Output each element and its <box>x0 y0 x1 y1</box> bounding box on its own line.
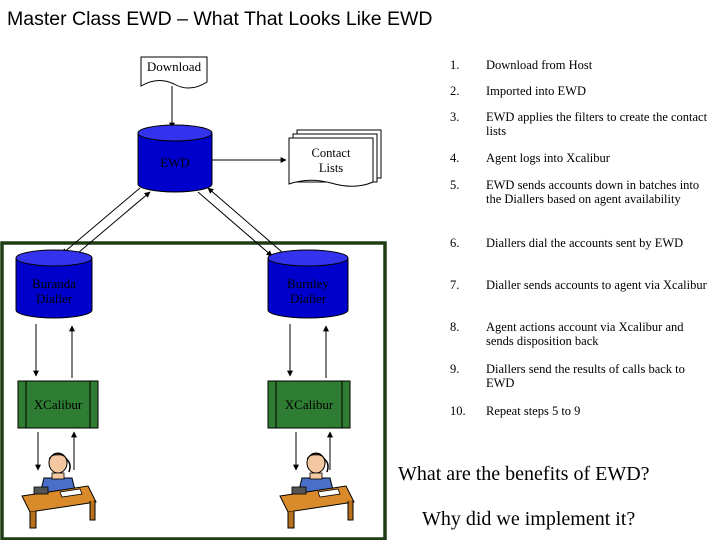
contact-lists-label: Contact Lists <box>289 146 373 176</box>
xcalibur-right-label: XCalibur <box>284 397 334 412</box>
xcalibur-left-box <box>17 380 99 429</box>
question-benefits: What are the benefits of EWD? <box>398 463 650 485</box>
arrow-burnley-to-ewd <box>207 187 283 253</box>
step-text: Dialler sends accounts to agent via Xcal… <box>486 278 707 292</box>
step-number: 4. <box>450 151 460 165</box>
step-text: Download from Host <box>486 58 593 72</box>
step-number: 1. <box>450 58 460 72</box>
agent-right-icon <box>279 452 355 529</box>
step-text: Agent logs into Xcalibur <box>486 151 610 165</box>
agent-left-icon <box>21 452 97 529</box>
page-title: Master Class EWD – What That Looks Like … <box>7 8 433 30</box>
step-number: 3. <box>450 110 460 124</box>
xcalibur-right-box <box>267 380 351 429</box>
question-why: Why did we implement it? <box>422 508 636 530</box>
contact-lists-line-2: Lists <box>318 161 344 175</box>
step-text: Diallers send the results of calls back … <box>486 362 685 390</box>
step-text: Agent actions account via Xcalibur and s… <box>486 320 684 348</box>
step-number: 5. <box>450 178 460 192</box>
step-number: 6. <box>450 236 460 250</box>
burnley-line-2: Dialler <box>289 291 327 306</box>
step-text: Diallers dial the accounts sent by EWD <box>486 236 684 250</box>
buranda-line-1: Buranda <box>31 276 77 291</box>
contact-lists-line-1: Contact <box>311 146 351 160</box>
buranda-dialler-label: Buranda Dialler <box>16 276 92 306</box>
buranda-line-2: Dialler <box>35 291 73 306</box>
step-number: 2. <box>450 84 460 98</box>
step-text: Imported into EWD <box>486 84 586 98</box>
burnley-dialler-cylinder <box>267 249 349 319</box>
step-text: EWD sends accounts down in batches into … <box>486 178 700 206</box>
burnley-dialler-label: Burnley Dialler <box>268 276 348 306</box>
step-text: EWD applies the filters to create the co… <box>486 110 708 138</box>
arrow-buranda-to-ewd <box>71 191 151 259</box>
step-number: 8. <box>450 320 460 334</box>
burnley-line-1: Burnley <box>287 276 329 291</box>
arrow-ewd-to-burnley <box>197 191 273 257</box>
step-number: 9. <box>450 362 460 376</box>
xcalibur-left-label: XCalibur <box>33 397 83 412</box>
buranda-dialler-cylinder <box>15 249 93 319</box>
contact-lists-documents <box>288 129 382 187</box>
download-document-shape <box>140 56 208 89</box>
step-number: 10. <box>450 404 466 418</box>
download-label: Download <box>146 59 202 74</box>
arrow-ewd-to-buranda <box>61 187 141 255</box>
step-number: 7. <box>450 278 460 292</box>
ewd-database-cylinder <box>137 124 213 193</box>
dialler-section-frame <box>0 241 387 540</box>
ewd-node-label: EWD <box>160 155 190 170</box>
step-text: Repeat steps 5 to 9 <box>486 404 581 418</box>
